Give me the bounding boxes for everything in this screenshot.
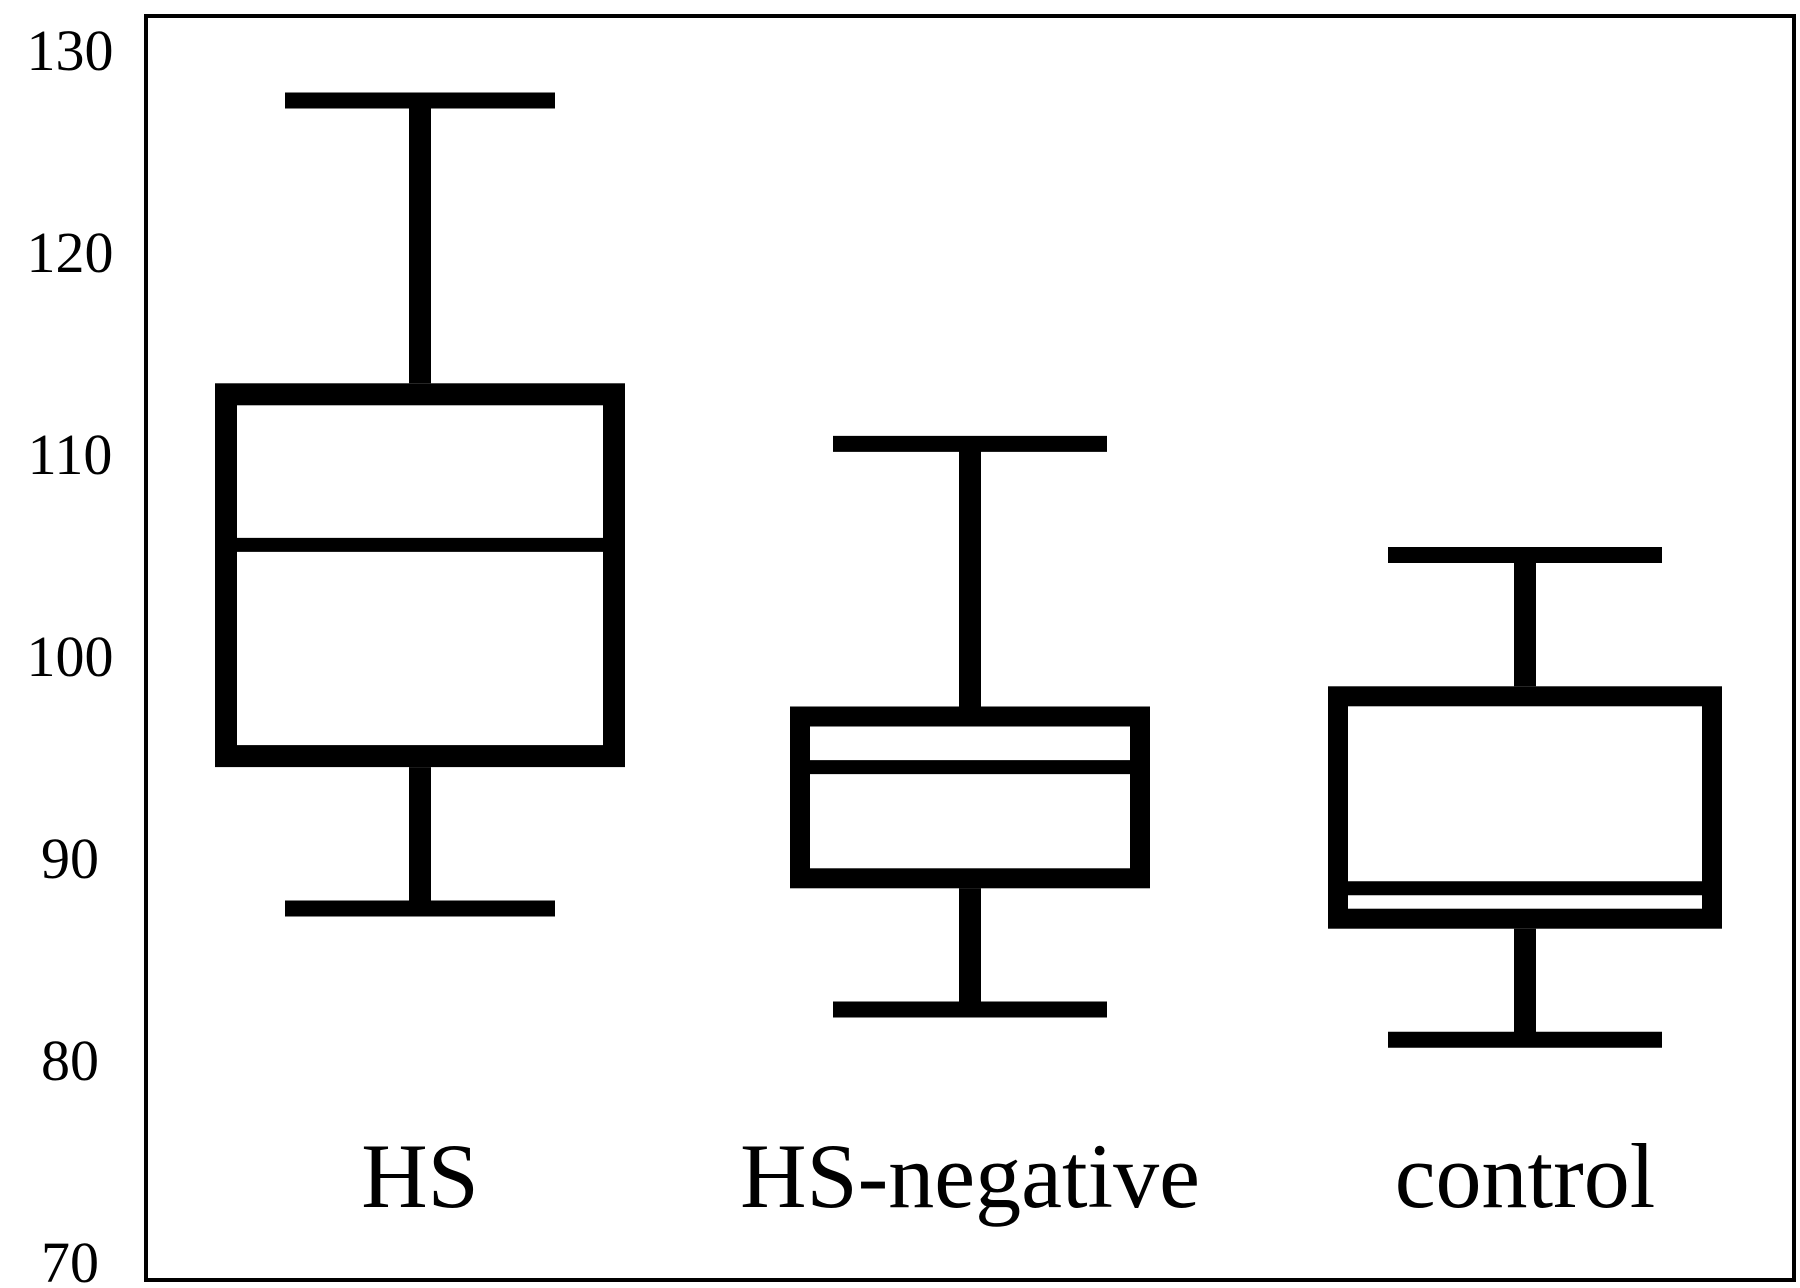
y-tick-label: 90 [41,826,99,891]
y-tick-label: 70 [41,1230,99,1288]
y-tick-label: 100 [27,624,114,689]
box-hs-negative [790,435,1150,1018]
y-tick-label: 130 [27,18,114,83]
y-tick-label: 120 [27,220,114,285]
iqr-box [790,706,1150,889]
iqr-box [215,383,625,768]
category-label: HS-negative [740,1125,1200,1227]
y-tick-label: 110 [28,422,113,487]
category-label: control [1395,1125,1656,1227]
y-tick-label: 80 [41,1028,99,1093]
boxes [215,92,1722,1048]
category-labels: HS HS-negative control [361,1125,1655,1227]
category-label: HS [361,1125,479,1227]
plot-frame [144,14,1796,1282]
box-hs [215,92,625,917]
box-control [1328,547,1722,1048]
y-axis-ticks: 130 120 110 100 90 80 70 [27,18,114,1288]
